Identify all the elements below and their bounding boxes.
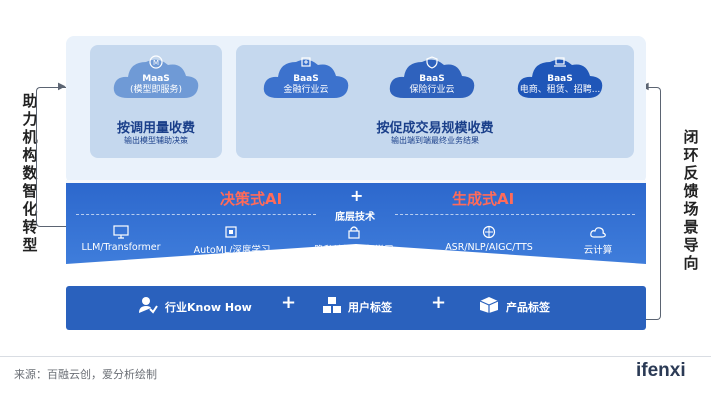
baas-title: 按促成交易规模收费: [376, 121, 494, 136]
svg-text:M: M: [153, 59, 159, 67]
baas-cloud-name: BaaS: [419, 74, 445, 84]
brand-logo: ifenxi: [636, 360, 686, 381]
maas-icon: M: [149, 55, 163, 69]
person-check-icon: [138, 296, 158, 314]
left-side-label: 助力机构数智化转型: [22, 92, 38, 254]
maas-cloud-sub: (模型即服务): [129, 85, 183, 95]
baas-cloud-name: BaaS: [293, 74, 319, 84]
right-side-label: 闭环反馈场景导向: [683, 128, 699, 272]
decision-ai-title: 决策式AI: [220, 190, 283, 208]
tech-automl: AutoML/深度学习: [193, 245, 271, 256]
product-tags: 产品标签: [506, 301, 550, 314]
left-divider: [76, 214, 316, 215]
top-panel-chevron: [66, 160, 646, 180]
baas-cloud-name: BaaS: [547, 74, 573, 84]
user-tags: 用户标签: [348, 301, 392, 314]
maas-subtitle: 输出模型辅助决策: [124, 136, 188, 145]
footer-divider: [0, 356, 711, 357]
right-divider: [395, 214, 635, 215]
baas-cloud-finance: BaaS 金融行业云: [258, 52, 354, 102]
baas-cloud-sub: 电商、租赁、招聘...: [519, 85, 601, 95]
tech-cloud: 云计算: [583, 245, 613, 256]
baas-cloud-sub: 保险行业云: [409, 85, 455, 95]
monitor-icon: [113, 224, 129, 239]
lock-icon: [346, 224, 362, 239]
bottom-plus-icon: +: [431, 292, 447, 313]
middle-plus-icon: +: [350, 186, 364, 205]
bottom-bar: [66, 286, 646, 330]
baas-cloud-sub: 金融行业云: [283, 85, 329, 95]
bottom-plus-icon: +: [281, 292, 297, 313]
tech-llm: LLM/Transformer: [81, 242, 161, 253]
finance-icon: [299, 55, 313, 69]
base-tech-label: 底层技术: [335, 212, 375, 223]
generative-ai-title: 生成式AI: [452, 190, 515, 208]
source-note: 来源：百融云创，爱分析绘制: [14, 368, 157, 381]
baas-cloud-ecommerce: BaaS 电商、租赁、招聘...: [512, 52, 608, 102]
tech-privacy: 隐私计算/联邦学习: [314, 245, 394, 256]
insurance-icon: [425, 55, 439, 69]
cubes-icon: [322, 296, 342, 314]
maas-title: 按调用量收费: [116, 121, 195, 136]
industry-know-how: 行业Know How: [165, 301, 252, 314]
baas-cloud-insurance: BaaS 保险行业云: [384, 52, 480, 102]
cloud-icon: [590, 224, 606, 238]
middle-panel: [66, 180, 646, 264]
left-arrow-icon: ▶: [58, 81, 66, 92]
baas-subtitle: 输出端到端最终业务结果: [391, 136, 479, 145]
laptop-icon: [553, 55, 567, 69]
maas-cloud: M MaaS (模型即服务): [108, 52, 204, 102]
right-feedback-loop: [645, 87, 661, 320]
maas-cloud-name: MaaS: [142, 74, 170, 84]
left-feedback-loop: [36, 87, 66, 227]
tech-asr: ASR/NLP/AIGC/TTS: [445, 242, 533, 253]
box-icon: [479, 296, 499, 314]
brain-icon: [481, 224, 497, 239]
chip-icon: [223, 224, 239, 238]
